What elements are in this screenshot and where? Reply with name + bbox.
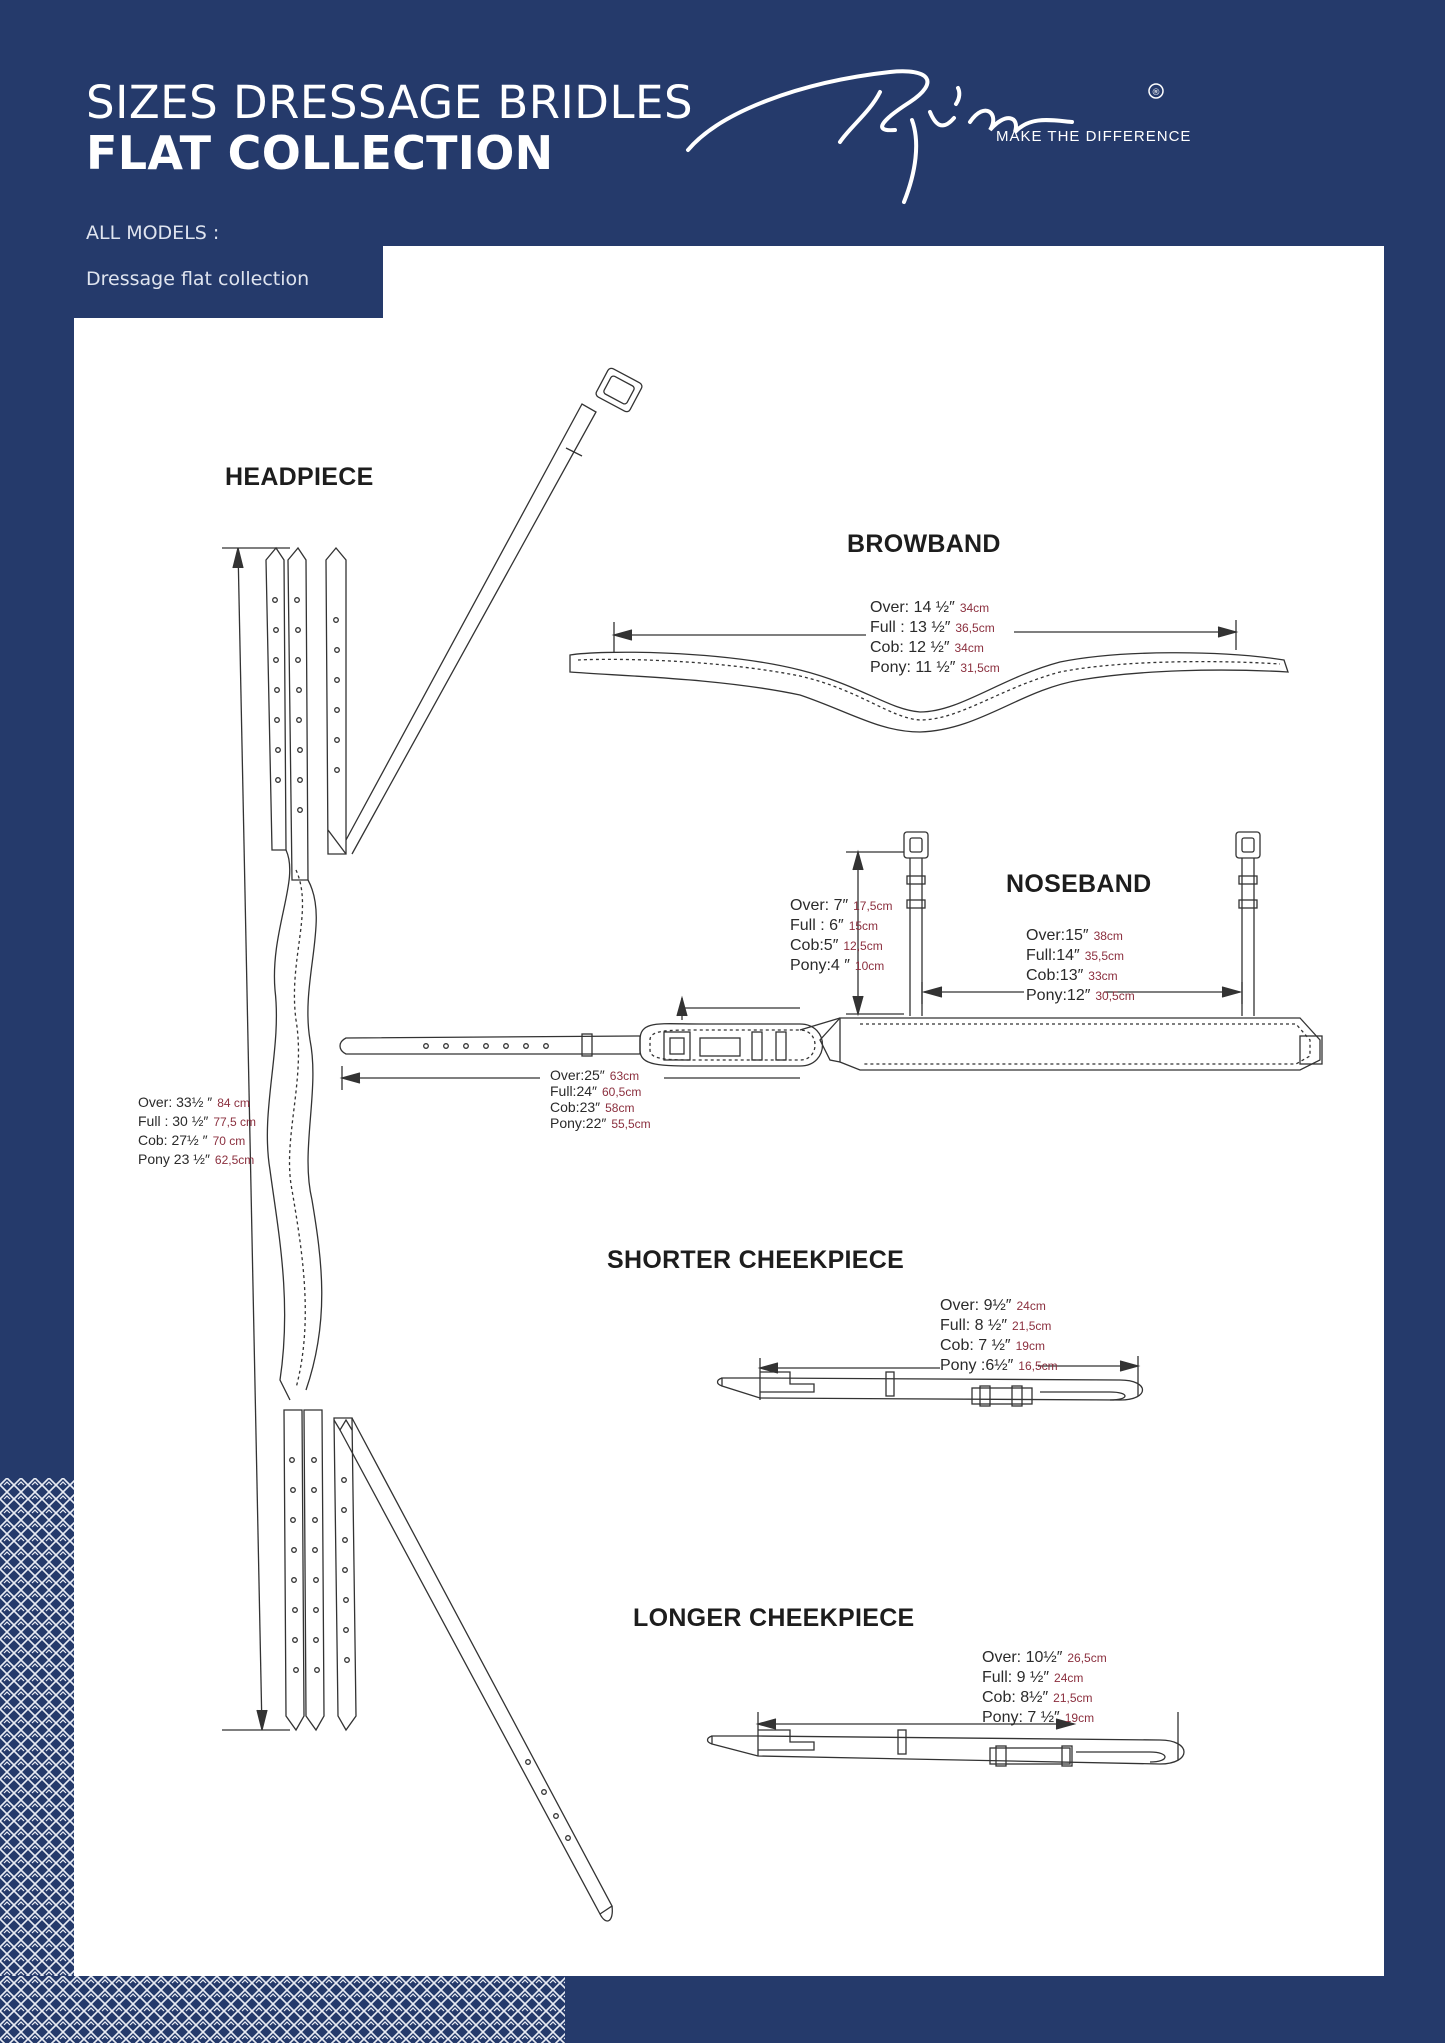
size-row: Over:15″38cm xyxy=(1026,927,1123,944)
size-row: Over: 7″17,5cm xyxy=(790,897,893,914)
noseband-drawing xyxy=(339,831,1323,1090)
browband-drawing xyxy=(569,620,1289,733)
size-row: Full : 6″15cm xyxy=(790,917,879,934)
registered-mark: ® xyxy=(1152,88,1161,98)
size-row: Pony :6½″16,5cm xyxy=(940,1357,1058,1374)
headpiece-label: HEADPIECE xyxy=(225,463,374,491)
headpiece-sizes: Over: 33½ ″84 cm Full : 30 ½″77,5 cm Cob… xyxy=(138,1093,256,1169)
content-panel xyxy=(74,246,1384,1976)
size-row: Cob:13″33cm xyxy=(1026,967,1118,984)
headpiece-length-arrow xyxy=(222,547,290,1731)
page-title-line1: SIZES DRESSAGE BRIDLES xyxy=(86,76,694,129)
decorative-pattern-bottom xyxy=(0,1976,565,2043)
size-row: Over: 9½″24cm xyxy=(940,1297,1046,1314)
longer-cheekpiece-drawing xyxy=(706,1712,1185,1767)
noseband-height-sizes: Over: 7″17,5cm Full : 6″15cm Cob:5″12,5c… xyxy=(790,896,892,976)
longer-cheekpiece-sizes: Over: 10½″26,5cm Full: 9 ½″24cm Cob: 8½″… xyxy=(982,1648,1107,1728)
headpiece-drawing xyxy=(265,367,643,1922)
size-row: Over: 10½″26,5cm xyxy=(982,1649,1107,1666)
size-row: Cob:23″58cm xyxy=(550,1099,635,1116)
size-row: Full: 8 ½″21,5cm xyxy=(940,1317,1052,1334)
size-row: Pony 23 ½″62,5cm xyxy=(138,1151,255,1167)
size-row: Cob: 7 ½″19cm xyxy=(940,1337,1045,1354)
noseband-strap-sizes: Over:25″63cm Full:24″60,5cm Cob:23″58cm … xyxy=(550,1068,651,1132)
decorative-pattern-left xyxy=(0,1478,74,2043)
longer-cheekpiece-label: LONGER CHEEKPIECE xyxy=(633,1604,915,1632)
noseband-width-sizes: Over:15″38cm Full:14″35,5cm Cob:13″33cm … xyxy=(1026,926,1135,1006)
models-value: Dressage flat collection xyxy=(86,268,310,290)
size-row: Full : 30 ½″77,5 cm xyxy=(138,1113,257,1129)
size-row: Pony:12″30,5cm xyxy=(1026,987,1135,1004)
brand-tagline: MAKE THE DIFFERENCE xyxy=(996,128,1191,145)
shorter-cheekpiece-drawing xyxy=(716,1356,1143,1407)
size-row: Cob: 12 ½″34cm xyxy=(870,639,984,656)
size-row: Over: 33½ ″84 cm xyxy=(138,1094,250,1110)
size-row: Cob: 8½″21,5cm xyxy=(982,1689,1093,1706)
size-row: Cob:5″12,5cm xyxy=(790,937,883,954)
models-tab xyxy=(74,246,383,318)
models-label: ALL MODELS : xyxy=(86,222,220,244)
size-row: Pony:4 ″10cm xyxy=(790,957,885,974)
shorter-cheekpiece-sizes: Over: 9½″24cm Full: 8 ½″21,5cm Cob: 7 ½″… xyxy=(940,1296,1058,1376)
size-row: Full:14″35,5cm xyxy=(1026,947,1125,964)
size-row: Full: 9 ½″24cm xyxy=(982,1669,1084,1686)
size-row: Pony: 11 ½″31,5cm xyxy=(870,659,1000,676)
size-row: Pony:22″55,5cm xyxy=(550,1115,651,1132)
size-row: Pony: 7 ½″19cm xyxy=(982,1709,1095,1726)
size-row: Full:24″60,5cm xyxy=(550,1083,642,1100)
registered-mark-icon xyxy=(1148,83,1164,99)
shorter-cheekpiece-label: SHORTER CHEEKPIECE xyxy=(607,1246,905,1274)
size-row: Full : 13 ½″36,5cm xyxy=(870,619,995,636)
size-row: Cob: 27½ ″70 cm xyxy=(138,1132,246,1148)
brand-logo: ® MAKE THE DIFFERENCE xyxy=(686,69,1191,204)
browband-label: BROWBAND xyxy=(847,530,1001,558)
browband-sizes: Over: 14 ½″34cm Full : 13 ½″36,5cm Cob: … xyxy=(870,598,1000,678)
noseband-label: NOSEBAND xyxy=(1006,870,1152,898)
size-row: Over:25″63cm xyxy=(550,1067,640,1084)
page-title-line2: FLAT COLLECTION xyxy=(86,126,554,180)
size-row: Over: 14 ½″34cm xyxy=(870,599,990,616)
